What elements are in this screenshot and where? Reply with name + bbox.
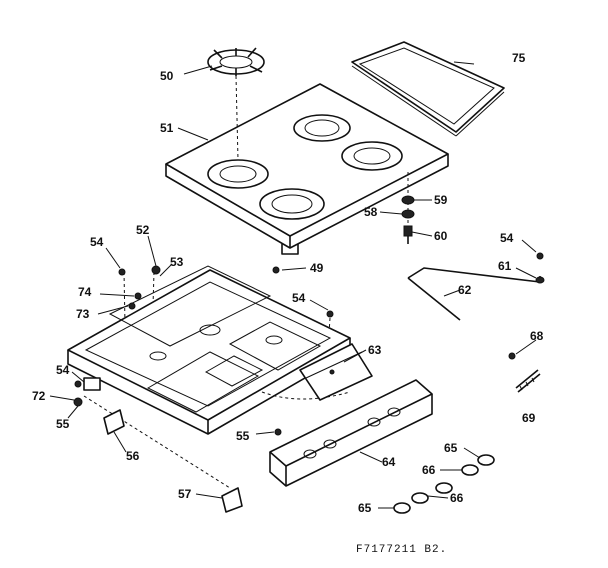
callout-65: 65: [358, 501, 372, 515]
callout-52: 52: [136, 223, 150, 237]
leader-lines: [49, 61, 537, 509]
callout-75: 75: [512, 51, 526, 65]
callout-58: 58: [364, 205, 378, 219]
callout-66: 66: [422, 463, 436, 477]
callout-54: 54: [292, 291, 306, 305]
callout-54: 54: [500, 231, 514, 245]
callout-55: 55: [236, 429, 250, 443]
callout-53: 53: [170, 255, 184, 269]
callout-68: 68: [530, 329, 544, 343]
spring-part: [508, 352, 541, 393]
cover-panel-part: [351, 41, 505, 137]
callout-54: 54: [56, 363, 70, 377]
callout-labels: 50 75 51 59 58 60 54 52 53 49 74 73 54 5…: [32, 51, 544, 515]
valve-parts: [83, 377, 243, 513]
callout-69: 69: [522, 411, 536, 425]
knob-parts: [393, 454, 495, 514]
manifold-panel-part: [269, 379, 433, 487]
callout-60: 60: [434, 229, 448, 243]
callout-64: 64: [382, 455, 396, 469]
callout-63: 63: [368, 343, 382, 357]
burner-grate-part: [207, 47, 265, 76]
drawing-number: F7177211 B2.: [356, 544, 447, 556]
callout-54: 54: [90, 235, 104, 249]
callout-66: 66: [450, 491, 464, 505]
callout-74: 74: [78, 285, 92, 299]
callout-59: 59: [434, 193, 448, 207]
callout-61: 61: [498, 259, 512, 273]
callout-65: 65: [444, 441, 458, 455]
fastener-stack-part: [401, 195, 415, 244]
callout-49: 49: [310, 261, 324, 275]
callout-56: 56: [126, 449, 140, 463]
small-screws: [73, 252, 544, 436]
callout-51: 51: [160, 121, 174, 135]
callout-55: 55: [56, 417, 70, 431]
callout-62: 62: [458, 283, 472, 297]
wire-rack-part: [407, 267, 545, 321]
burner-box-part: [67, 265, 351, 435]
callout-73: 73: [76, 307, 90, 321]
callout-72: 72: [32, 389, 46, 403]
bracket-part: [299, 343, 373, 401]
callout-50: 50: [160, 69, 174, 83]
callout-57: 57: [178, 487, 192, 501]
